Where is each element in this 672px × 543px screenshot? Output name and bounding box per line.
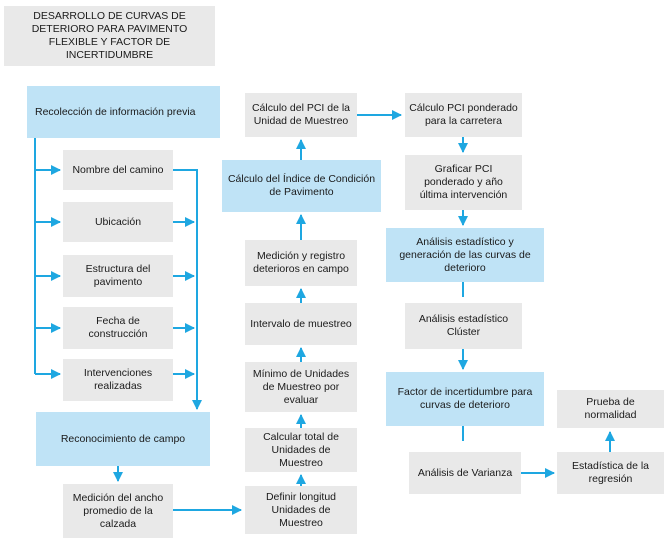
node-analisis-cluster: Análisis estadístico Clúster	[405, 303, 522, 349]
node-graficar-pci: Graficar PCI ponderado y año última inte…	[405, 155, 522, 210]
node-nombre-camino: Nombre del camino	[63, 150, 173, 190]
node-calcular-total: Calcular total de Unidades de Muestreo	[245, 428, 357, 472]
node-factor-incertidumbre: Factor de incertidumbre para curvas de d…	[386, 372, 544, 426]
node-prueba-normalidad: Prueba de normalidad	[557, 390, 664, 428]
node-estadistica-regresion: Estadística de la regresión	[557, 452, 664, 494]
node-analisis-varianza: Análisis de Varianza	[409, 452, 521, 494]
node-recoleccion-informacion: Recolección de información previa	[27, 86, 220, 138]
node-intervalo-muestreo: Intervalo de muestreo	[245, 303, 357, 345]
diagram-title: DESARROLLO DE CURVAS DE DETERIORO PARA P…	[4, 6, 215, 66]
node-calculo-pci-unidad: Cálculo del PCI de la Unidad de Muestreo	[245, 93, 357, 137]
node-medicion-ancho: Medición del ancho promedio de la calzad…	[63, 484, 173, 538]
node-pci-ponderado: Cálculo PCI ponderado para la carretera	[405, 93, 522, 137]
node-medicion-registro: Medición y registro deterioros en campo	[245, 240, 357, 286]
node-definir-longitud: Definir longitud Unidades de Muestreo	[245, 486, 357, 534]
right-bracket-to-reconocimiento	[173, 169, 202, 410]
node-reconocimiento-campo: Reconocimiento de campo	[36, 412, 210, 466]
node-analisis-generacion-curvas: Análisis estadístico y generación de las…	[386, 228, 544, 282]
node-estructura-pavimento: Estructura del pavimento	[63, 255, 173, 297]
node-calculo-indice-condicion: Cálculo del Índice de Condición de Pavim…	[222, 160, 381, 212]
node-ubicacion: Ubicación	[63, 202, 173, 242]
node-fecha-construccion: Fecha de construcción	[63, 307, 173, 349]
node-intervenciones-realizadas: Intervenciones realizadas	[63, 359, 173, 401]
node-minimo-unidades: Mínimo de Unidades de Muestreo por evalu…	[245, 362, 357, 412]
